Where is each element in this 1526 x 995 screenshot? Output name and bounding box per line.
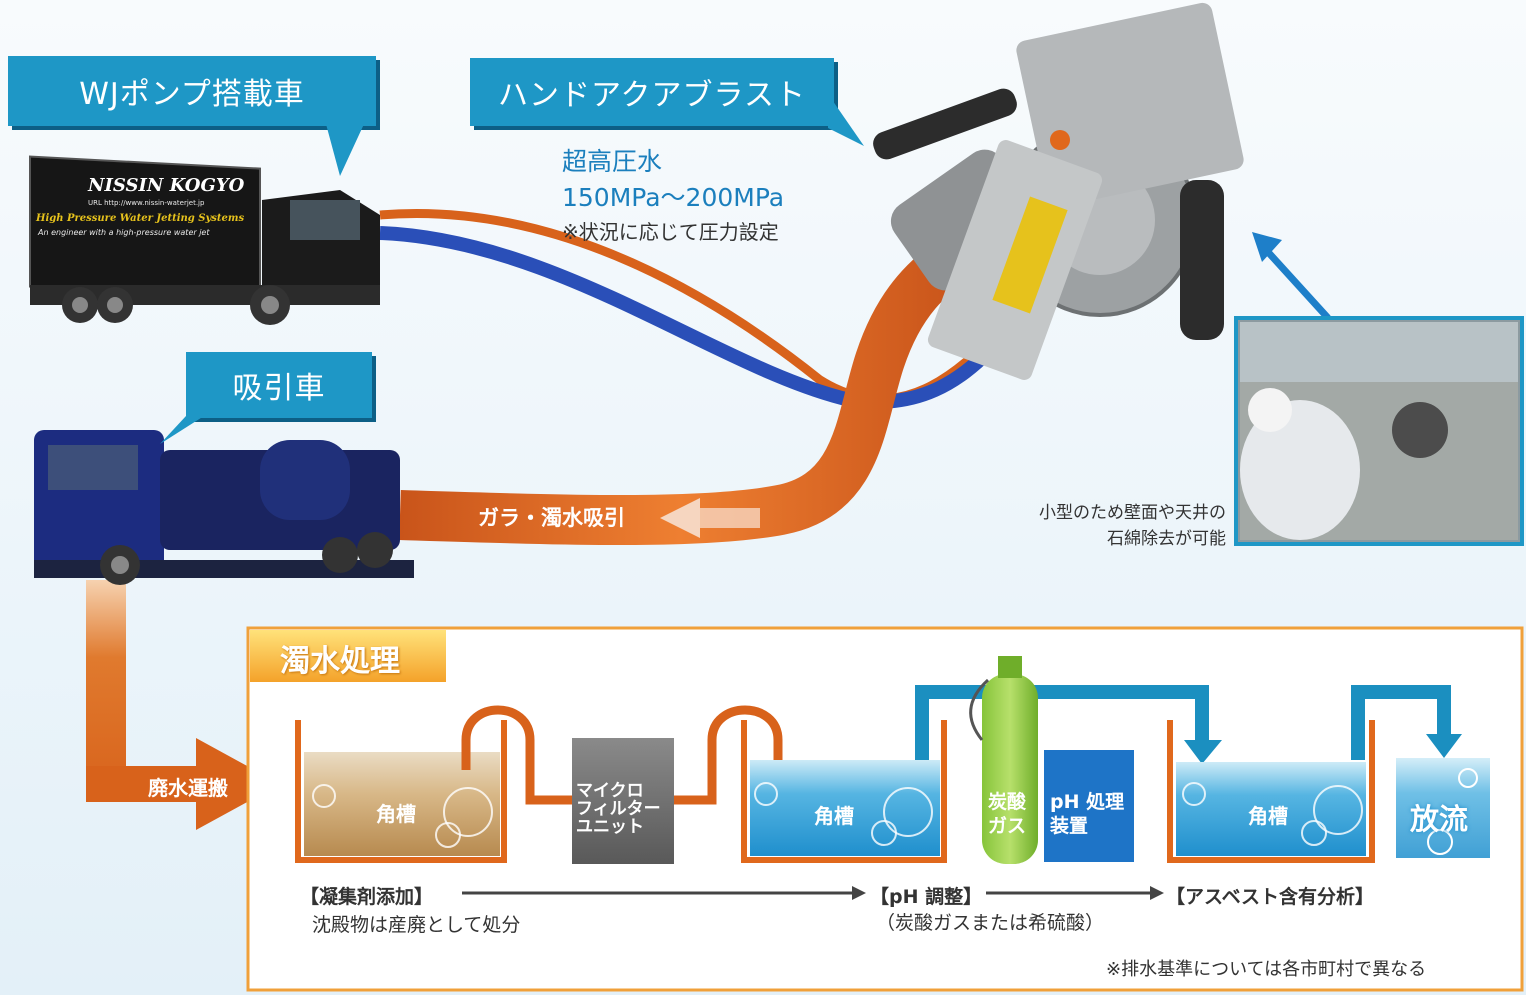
step1-note: 沈殿物は産廃として処分 — [312, 914, 521, 936]
callout-wj-pump-truck: WJポンプ搭載車 — [8, 56, 376, 126]
step2-title: 【pH 調整】 — [870, 886, 983, 908]
transport-label: 廃水運搬 — [148, 776, 228, 800]
tank3-label: 角槽 — [1248, 804, 1288, 828]
truck-tagline: High Pressure Water Jetting Systems — [36, 213, 245, 224]
tank1-label: 角槽 — [376, 802, 416, 826]
pressure-title: 超高圧水 — [562, 147, 663, 176]
tank2-label: 角槽 — [814, 804, 854, 828]
photo-caption-line2: 石綿除去が可能 — [1107, 529, 1226, 549]
step3-title: 【アスベスト含有分析】 — [1166, 886, 1375, 908]
filter-line-2: フィルター — [576, 799, 661, 819]
treatment-title: 濁水処理 — [280, 644, 400, 679]
co2-line-1: 炭酸 — [988, 791, 1027, 813]
callout-pointer-suction — [160, 416, 204, 444]
truck-url: URL http://www.nissin-waterjet.jp — [88, 199, 205, 207]
filter-line-1: マイクロ — [576, 781, 644, 801]
step2-note: （炭酸ガスまたは希硫酸） — [876, 912, 1105, 934]
pressure-range: 150MPa〜200MPa — [562, 183, 785, 212]
callout-pointer-wj — [326, 124, 364, 176]
callout-suction-truck: 吸引車 — [186, 352, 372, 418]
pressure-note: ※状況に応じて圧力設定 — [562, 220, 779, 244]
co2-line-2: ガス — [988, 815, 1027, 837]
callout-wj-pump-truck-label: WJポンプ搭載車 — [79, 77, 305, 112]
callout-hand-aqua-blast-label: ハンドアクアブラスト — [498, 78, 806, 113]
step1-title: 【凝集剤添加】 — [300, 886, 434, 908]
discharge-label: 放流 — [1410, 802, 1469, 836]
filter-line-3: ユニット — [576, 817, 644, 837]
truck-brand: NISSIN KOGYO — [88, 175, 245, 196]
truck-subline: An engineer with a high-pressure water j… — [38, 228, 210, 237]
callout-suction-truck-label: 吸引車 — [232, 371, 326, 406]
filter-unit-label: マイクロ フィルター ユニット — [576, 782, 661, 836]
callout-hand-aqua-blast: ハンドアクアブラスト — [470, 58, 834, 126]
photo-caption-line1: 小型のため壁面や天井の — [1039, 503, 1226, 523]
co2-gas-label: 炭酸 ガス — [988, 790, 1026, 838]
callout-pointer-blast — [828, 94, 864, 146]
ph-line-2: 装置 — [1050, 815, 1089, 837]
ph-device-label: pH 処理 装置 — [1050, 790, 1124, 838]
ph-line-1: pH 処理 — [1050, 791, 1125, 813]
footnote: ※排水基準については各市町村で異なる — [1106, 959, 1427, 980]
suction-hose-label: ガラ・濁水吸引 — [478, 506, 625, 530]
